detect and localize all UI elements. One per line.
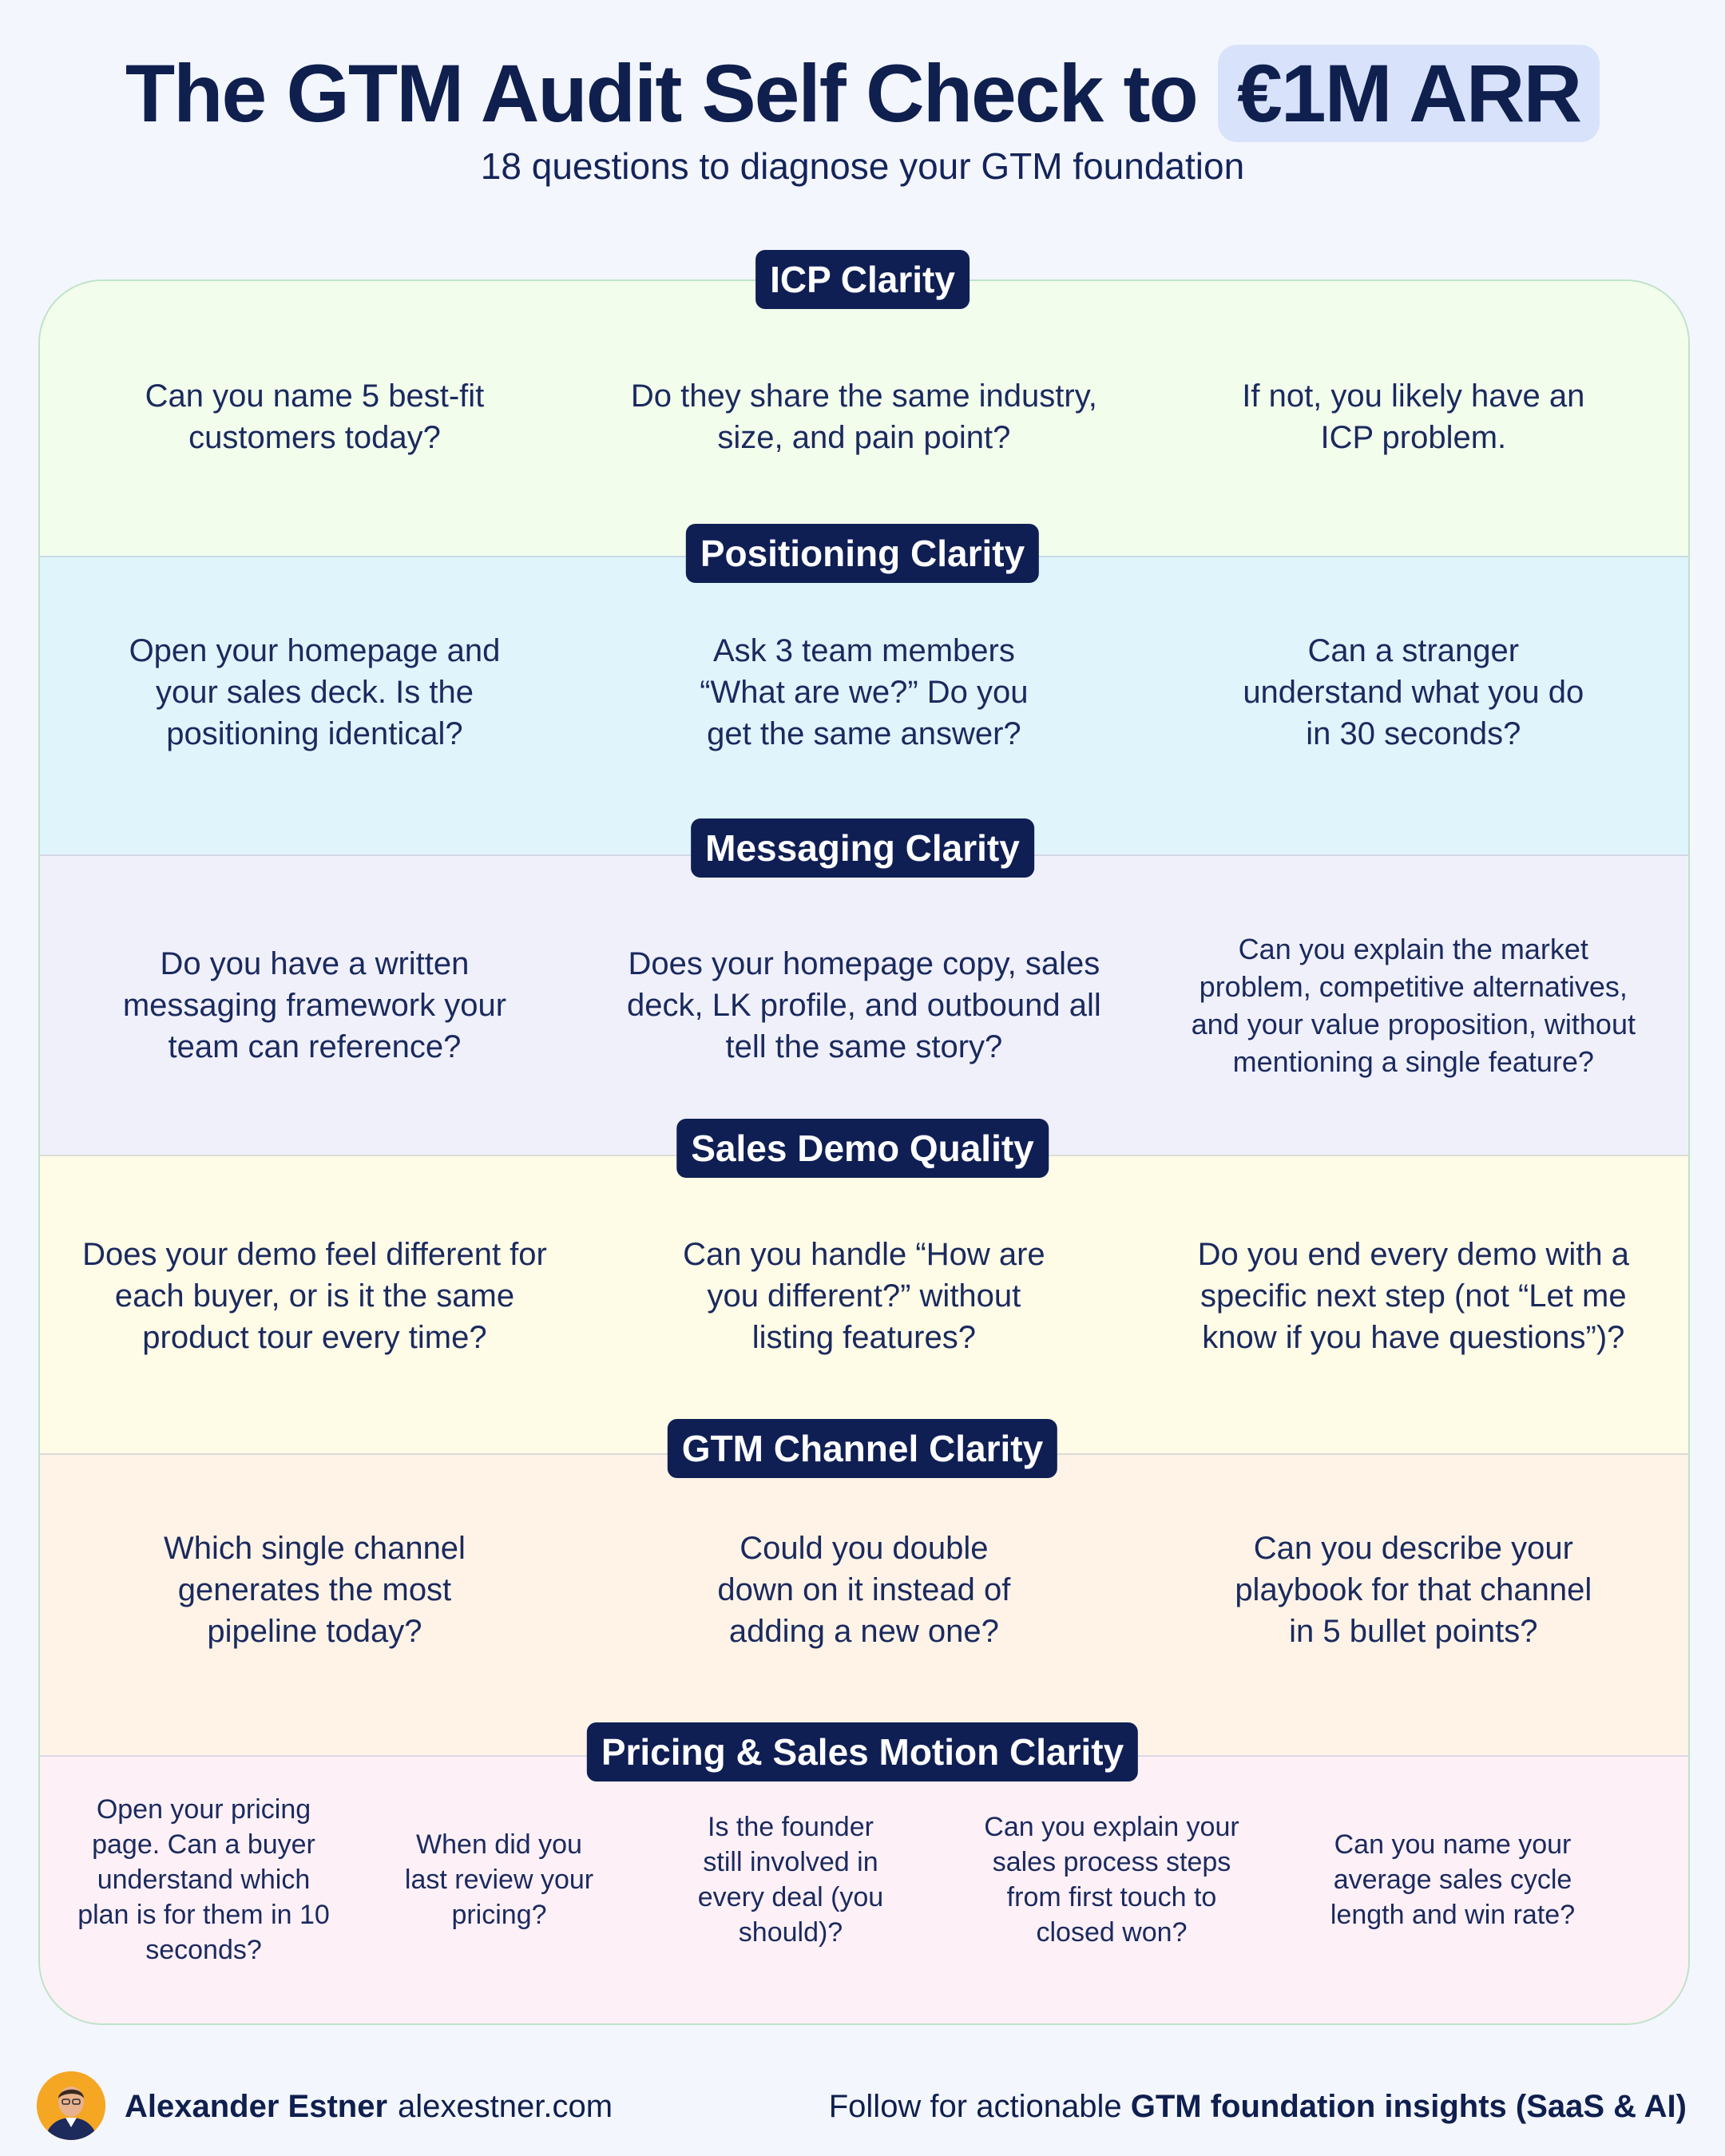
question: Can you name your average sales cycle le… [1330,1829,1576,1930]
title-main: The GTM Audit Self Check to [125,48,1199,139]
author-name: Alexander Estner [125,2089,388,2124]
question: When did you last review your pricing? [404,1829,594,1930]
section-pricing: Open your pricing page. Can a buyer unde… [40,1755,1688,2023]
question: If not, you likely have an ICP problem. [1242,378,1585,455]
follow-prefix: Follow for actionable [828,2089,1122,2124]
question: Can a stranger understand what you do in… [1243,633,1584,751]
question: Ask 3 team members “What are we?” Do you… [700,633,1029,751]
question: Which single channel generates the most … [163,1531,466,1649]
page-title: The GTM Audit Self Check to €1M ARR [0,34,1725,153]
section-channel: Which single channel generates the most … [40,1453,1688,1757]
follow-cta: Follow for actionable GTM foundation ins… [829,2086,1687,2127]
author-website-link[interactable]: alexestner.com [398,2089,613,2124]
question: Is the founder still involved in every d… [697,1812,884,1948]
question: Open your homepage and your sales deck. … [129,633,501,751]
section-positioning: Open your homepage and your sales deck. … [40,556,1688,856]
question: Does your demo feel different for each b… [82,1237,547,1355]
question: Can you describe your playbook for that … [1235,1531,1592,1649]
footer: Alexander Estner alexestner.com Follow f… [0,2071,1725,2145]
follow-bold: GTM foundation insights (SaaS & AI) [1130,2089,1687,2124]
question: Open your pricing page. Can a buyer unde… [77,1794,330,1965]
question: Could you double down on it instead of a… [717,1531,1011,1649]
avatar-portrait-icon [37,2071,105,2140]
label-icp-clarity: ICP Clarity [755,250,970,309]
question: Can you handle “How are you different?” … [683,1237,1045,1355]
label-gtm-channel-clarity: GTM Channel Clarity [667,1419,1058,1478]
question: Do they share the same industry, size, a… [630,378,1097,455]
label-sales-demo-quality: Sales Demo Quality [676,1119,1049,1178]
section-icp: Can you name 5 best-fit customers today?… [40,281,1688,556]
label-pricing-sales-motion: Pricing & Sales Motion Clarity [586,1722,1139,1781]
question: Do you have a written messaging framewor… [122,946,507,1064]
page-subtitle: 18 questions to diagnose your GTM founda… [480,145,1245,187]
question: Does your homepage copy, sales deck, LK … [627,946,1101,1064]
question: Can you explain the market problem, comp… [1191,933,1636,1078]
label-positioning-clarity: Positioning Clarity [685,524,1040,583]
question: Can you explain your sales process steps… [984,1812,1239,1948]
audit-card: Can you name 5 best-fit customers today?… [38,279,1690,2025]
question: Can you name 5 best-fit customers today? [145,378,485,455]
title-highlight: €1M ARR [1218,45,1600,142]
avatar [37,2071,105,2140]
question: Do you end every demo with a specific ne… [1197,1237,1629,1355]
section-messaging: Do you have a written messaging framewor… [40,854,1688,1156]
label-messaging-clarity: Messaging Clarity [691,818,1034,878]
section-demo: Does your demo feel different for each b… [40,1155,1688,1455]
